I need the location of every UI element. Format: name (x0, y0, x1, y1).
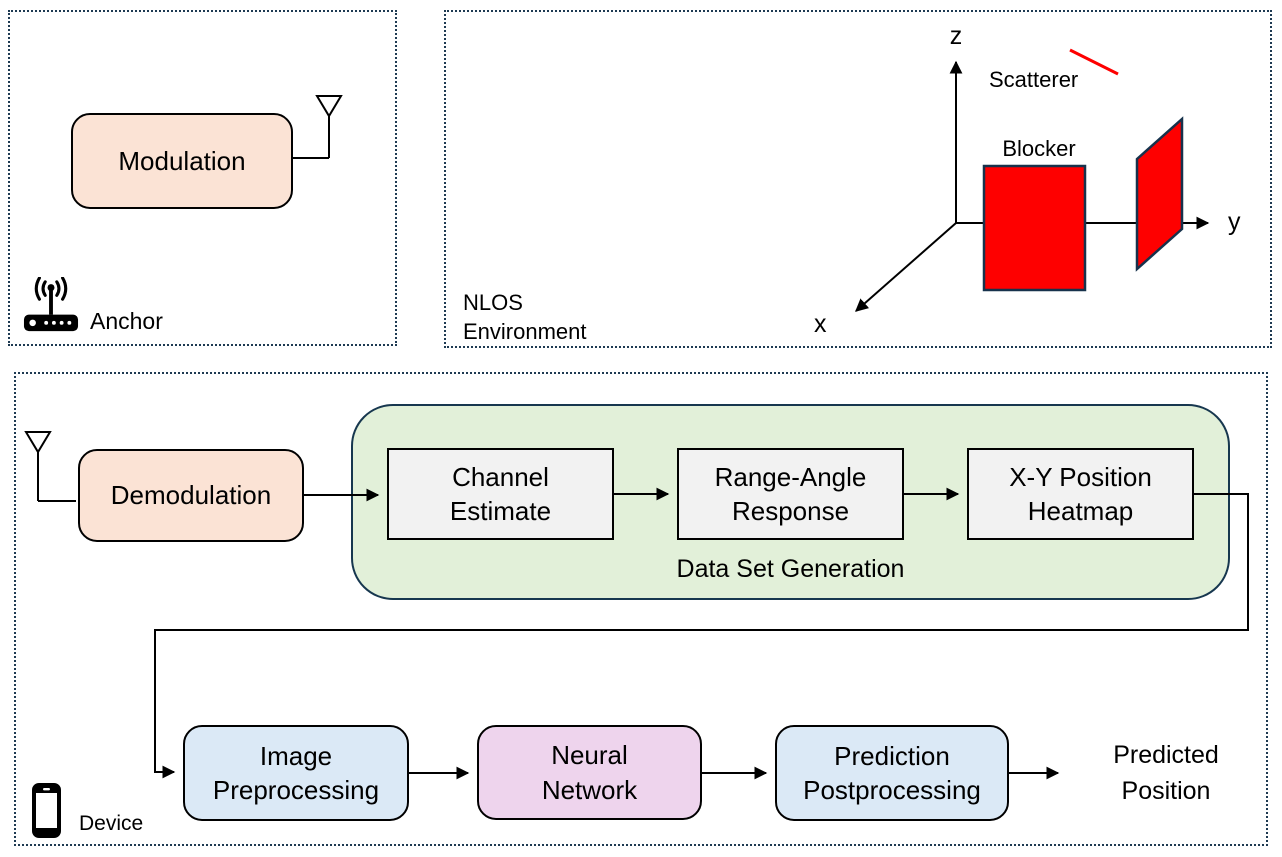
modulation-block: Modulation (71, 113, 293, 209)
neural-network-block: Neural Network (477, 725, 702, 820)
router-icon (23, 277, 79, 332)
prediction-postprocessing-block: Prediction Postprocessing (775, 725, 1009, 821)
x-axis-label: x (814, 310, 827, 338)
phone-icon (32, 783, 61, 838)
device-label: Device (79, 812, 144, 835)
antenna-icon (291, 95, 343, 159)
nlos-scene (855, 48, 1210, 312)
scatterer-line (1069, 48, 1119, 76)
y-axis-label: y (1228, 208, 1241, 236)
xy-position-heatmap-block: X-Y Position Heatmap (967, 448, 1194, 540)
demodulation-block: Demodulation (78, 449, 304, 542)
channel-estimate-block: Channel Estimate (387, 448, 614, 540)
pipeline-connectors (24, 431, 1249, 780)
connector-heatmap-preprocessing (154, 493, 1249, 779)
dataset-generation-label: Data Set Generation (676, 555, 905, 583)
nlos-panel: z y x Scatterer Blocker NLOS Environment (444, 10, 1272, 348)
reflector-shape (1135, 116, 1184, 272)
x-axis (855, 222, 957, 312)
anchor-panel: Modulation Anchor (8, 10, 397, 346)
pipeline-panel: Demodulation Channel Estimate Range-Angl… (14, 372, 1268, 846)
predicted-position-label: Predicted Position (1113, 741, 1219, 805)
nlos-environment-label: NLOS Environment (463, 290, 587, 345)
anchor-panel-wires (291, 95, 343, 159)
blocker-shape (982, 164, 1087, 292)
scatterer-label: Scatterer (989, 67, 1079, 92)
antenna-icon (24, 431, 76, 502)
range-angle-response-block: Range-Angle Response (677, 448, 904, 540)
anchor-label: Anchor (90, 308, 163, 334)
image-preprocessing-block: Image Preprocessing (183, 725, 409, 821)
z-axis-label: z (949, 22, 963, 50)
blocker-label: Blocker (1002, 136, 1076, 161)
